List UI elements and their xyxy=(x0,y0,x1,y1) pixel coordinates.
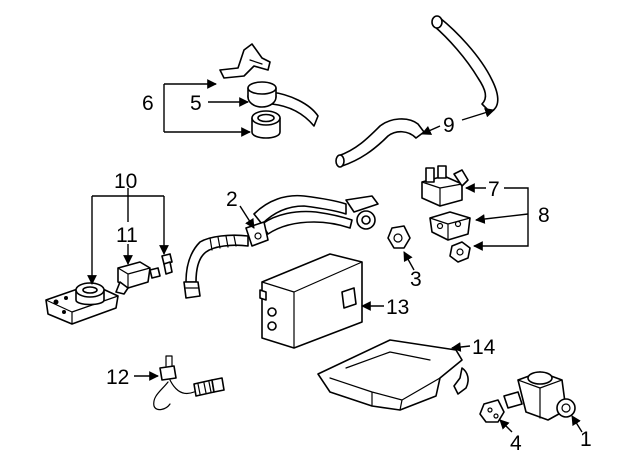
egr-valve-part-1 xyxy=(503,371,576,421)
egr-pipe-part-2 xyxy=(183,194,379,299)
nut-part-8 xyxy=(449,241,471,263)
sensor-part-11 xyxy=(115,261,161,295)
o2-sensor-part-12 xyxy=(153,355,225,411)
bracket-part-8 xyxy=(429,211,471,241)
callout-6: 6 xyxy=(142,92,154,115)
vapor-tube-part-6 xyxy=(219,43,319,127)
callout-3: 3 xyxy=(410,268,422,291)
vsv-part-7 xyxy=(421,165,469,207)
callout-5: 5 xyxy=(190,92,202,115)
filter-part-6 xyxy=(251,110,281,139)
grommet-part-5 xyxy=(247,81,277,108)
leader-lines xyxy=(87,79,583,433)
solenoid-part-10 xyxy=(45,282,119,325)
callout-11: 11 xyxy=(116,224,138,247)
gasket-part-4 xyxy=(479,399,505,423)
bolt-part-10 xyxy=(161,253,173,275)
callout-7: 7 xyxy=(488,178,500,201)
callout-labels: 6 5 9 2 7 8 10 11 3 13 14 12 4 1 xyxy=(106,92,592,455)
canister-part-13 xyxy=(259,253,363,349)
callout-9: 9 xyxy=(443,114,455,137)
canister-bracket-part-14 xyxy=(317,339,469,411)
hose-part-9 xyxy=(335,15,499,168)
callout-8: 8 xyxy=(538,204,550,227)
callout-2: 2 xyxy=(226,188,238,211)
gasket-part-3 xyxy=(387,225,411,249)
callout-14: 14 xyxy=(472,336,496,359)
callout-4: 4 xyxy=(510,432,522,455)
callout-13: 13 xyxy=(386,296,409,319)
callout-12: 12 xyxy=(106,366,129,389)
callout-10: 10 xyxy=(114,170,137,193)
callout-1: 1 xyxy=(580,428,592,451)
